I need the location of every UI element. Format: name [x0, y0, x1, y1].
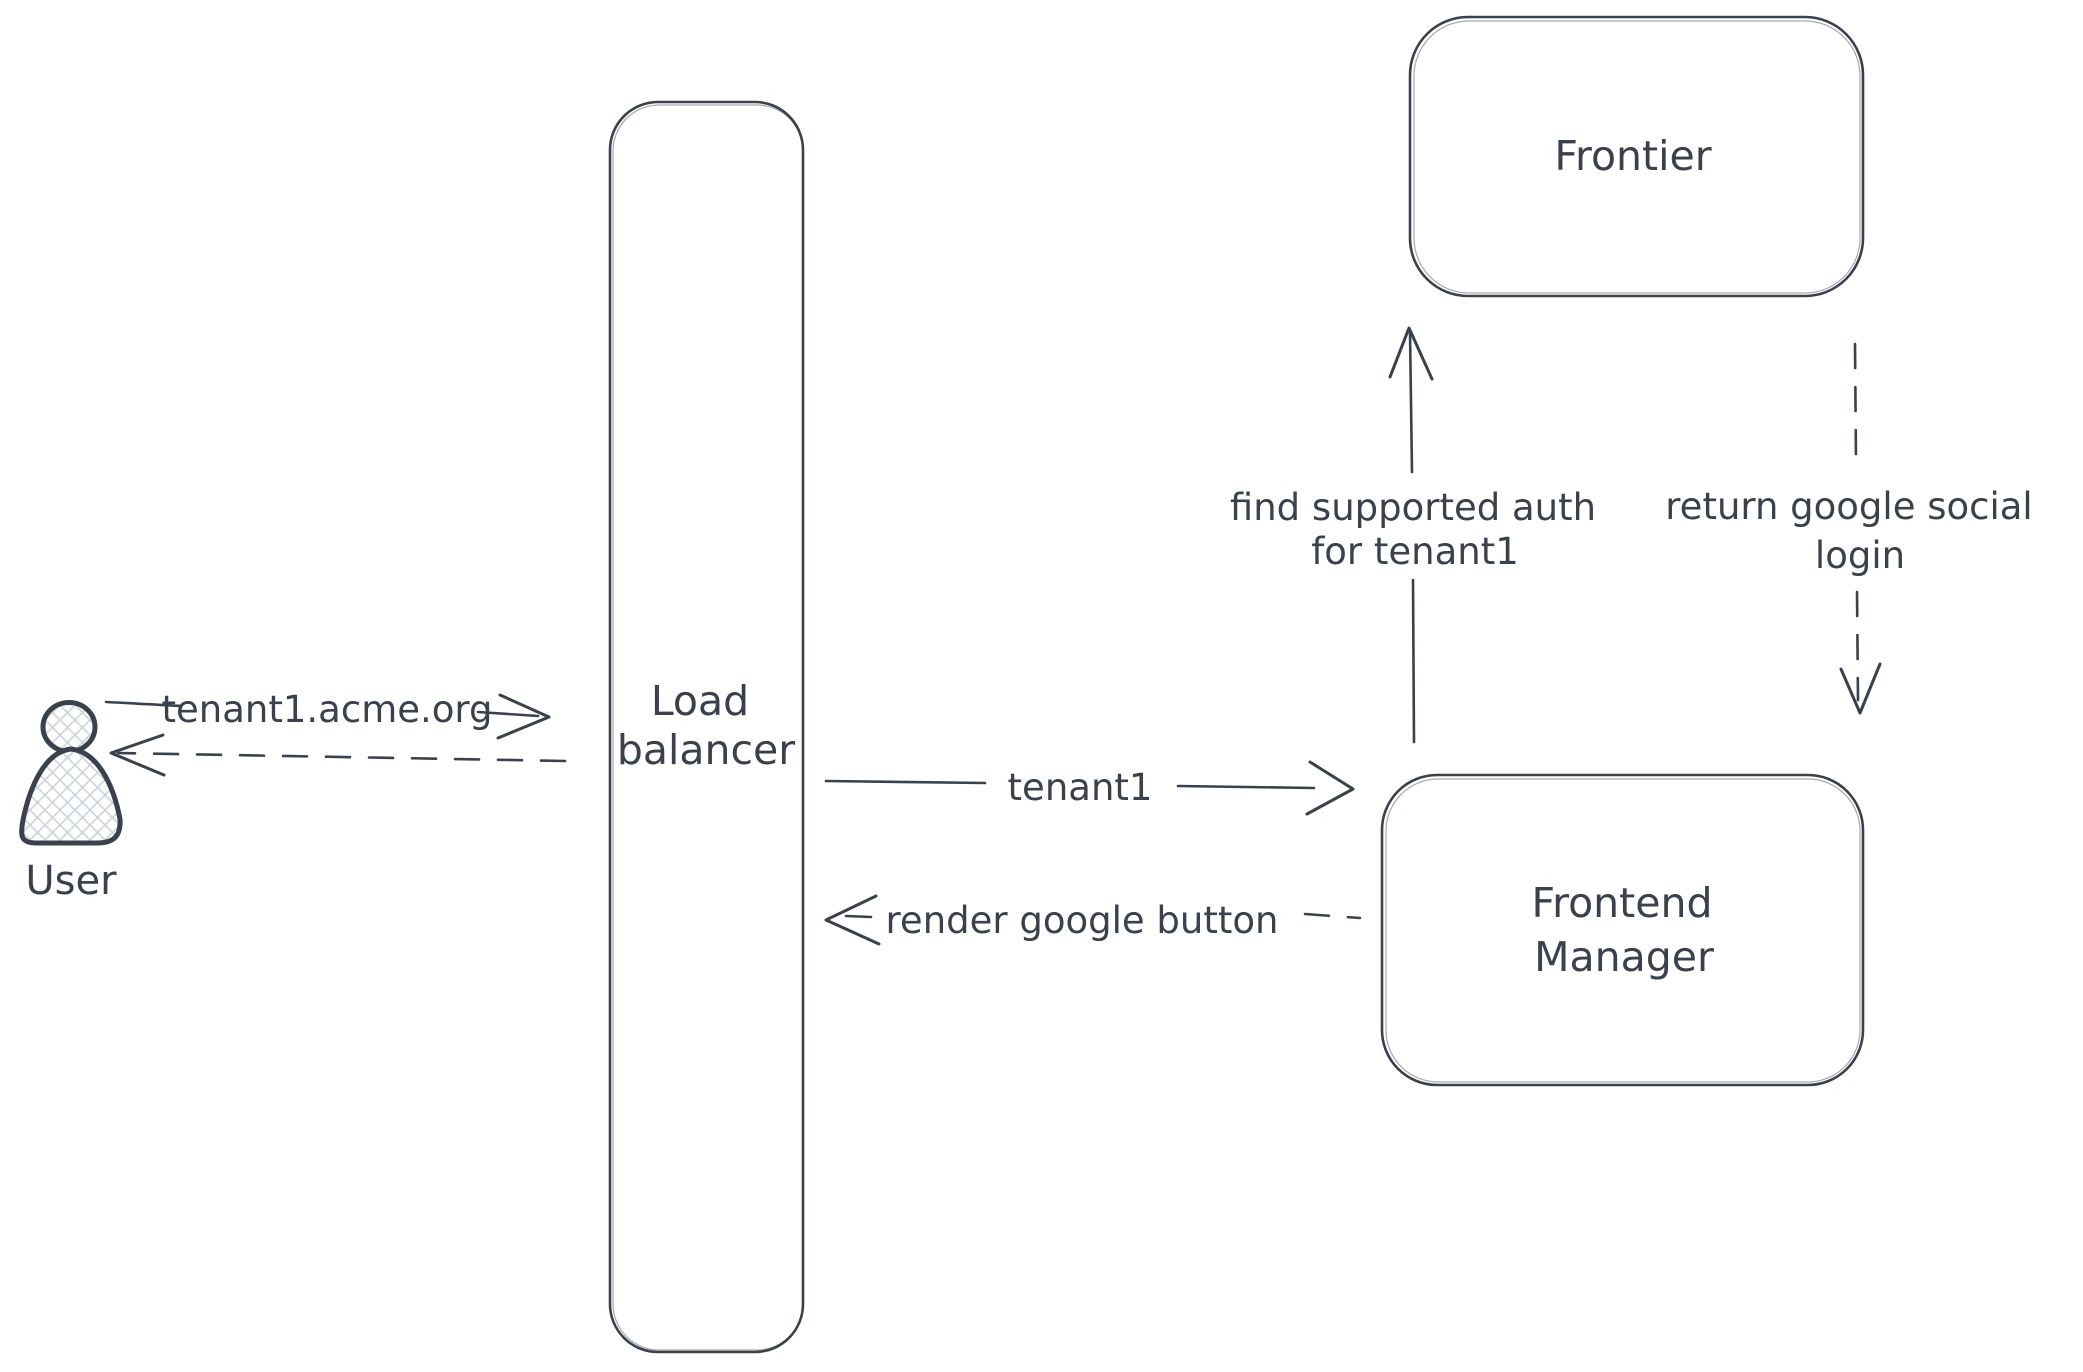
load-balancer-box	[608, 100, 805, 1354]
arrow-line	[1408, 330, 1414, 474]
arrow-line	[824, 779, 987, 785]
arrow-line-dashed	[1855, 590, 1860, 702]
arrow-line	[1411, 578, 1416, 744]
arrow-label: render google button	[886, 899, 1279, 942]
arrow-label-line1: find supported auth	[1230, 486, 1596, 529]
arrow-line-dashed	[1303, 912, 1362, 920]
load-balancer-label-line1: Load	[651, 677, 749, 725]
frontend-manager-label-line2: Manager	[1534, 933, 1714, 981]
load-balancer-box-sketch-stroke	[612, 104, 804, 1351]
arrow-fm-to-frontier: find supported auth for tenant1	[1230, 326, 1596, 744]
frontier-box	[1408, 15, 1865, 298]
arrow-head-right-icon	[1305, 760, 1355, 816]
arrow-head-up-icon	[1388, 326, 1434, 381]
arrow-head-right-icon	[496, 693, 551, 740]
user-actor: User	[19, 700, 123, 904]
arrow-fm-to-lb: render google button	[824, 894, 1362, 946]
arrow-line-dashed	[1853, 342, 1858, 464]
frontend-manager-label-line1: Frontend	[1532, 879, 1713, 927]
arrow-head-down-icon	[1839, 662, 1882, 715]
arrow-label-line1: return google social	[1665, 485, 2032, 528]
arrow-head-left-icon	[109, 733, 166, 777]
arrow-user-request: tenant1.acme.org	[104, 688, 551, 740]
load-balancer-label-line2: balancer	[617, 726, 795, 774]
user-label: User	[25, 858, 117, 904]
person-icon-head	[40, 700, 98, 754]
node-load-balancer: Load balancer	[608, 100, 805, 1354]
arrow-line-dash	[844, 914, 873, 919]
arrow-label-line2: login	[1815, 534, 1905, 577]
arrow-label-line2: for tenant1	[1311, 530, 1519, 573]
frontend-manager-box-sketch-stroke	[1385, 778, 1861, 1083]
arrow-user-response	[109, 733, 567, 777]
node-frontier: Frontier	[1408, 15, 1865, 298]
arrow-lb-to-fm: tenant1	[824, 760, 1355, 816]
node-frontend-manager: Frontend Manager	[1380, 773, 1865, 1087]
frontend-manager-box	[1380, 773, 1865, 1087]
arrow-label: tenant1	[1008, 766, 1153, 809]
arrow-line	[476, 710, 540, 718]
person-icon-body	[19, 746, 123, 846]
frontier-box-sketch-stroke	[1413, 20, 1861, 294]
arrow-frontier-to-fm: return google social login	[1665, 342, 2033, 715]
arrow-line	[1176, 784, 1316, 790]
arrow-line	[104, 700, 183, 708]
frontier-label: Frontier	[1554, 132, 1711, 180]
arrow-line-dashed	[116, 751, 567, 763]
arrow-head-left-icon	[824, 894, 881, 946]
arrow-label: tenant1.acme.org	[162, 688, 493, 731]
